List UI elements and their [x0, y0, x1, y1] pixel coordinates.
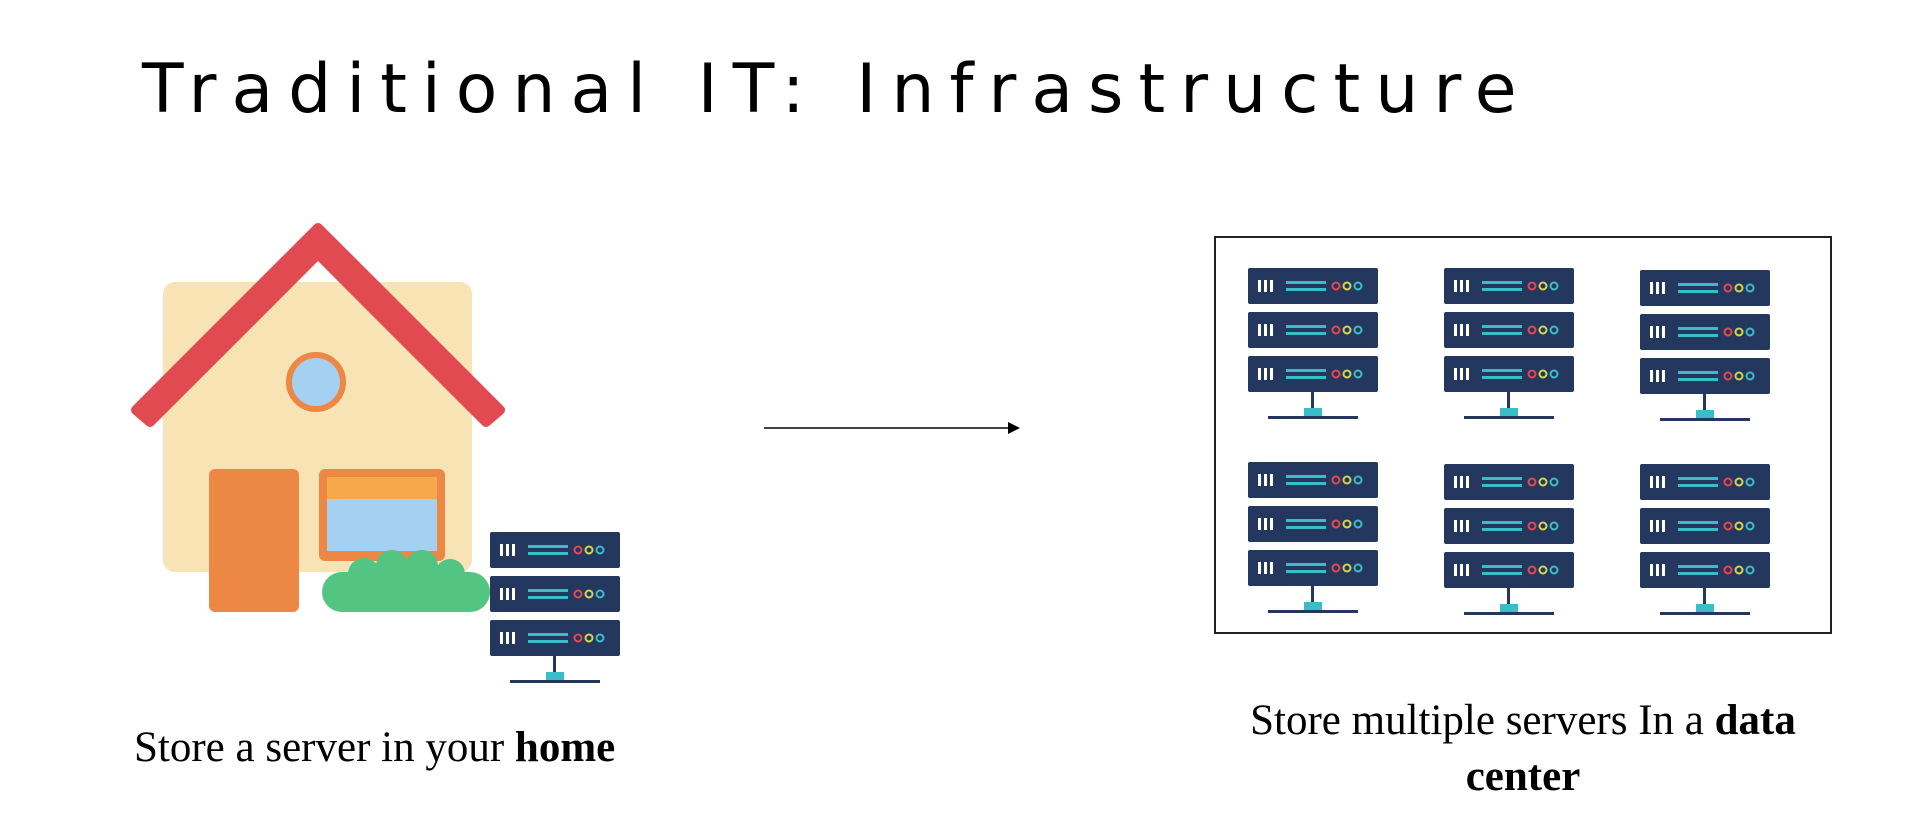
datacenter-caption: Store multiple servers In a data center [1190, 693, 1856, 805]
house-window-glass [327, 499, 437, 551]
home-caption-bold: home [514, 724, 616, 771]
server-rack-icon [1444, 268, 1574, 419]
house-icon [131, 223, 505, 612]
house-window-top [327, 477, 437, 499]
server-unit [490, 620, 620, 656]
server-rack-icon [1248, 462, 1378, 613]
server-rack-icon [1640, 270, 1770, 421]
arrow-right-icon [764, 422, 1020, 434]
datacenter-caption-bold: data center [1465, 697, 1796, 800]
house-door [209, 469, 299, 612]
house-bush [322, 550, 490, 612]
house-round-window [286, 352, 346, 412]
home-server-rack-icon [490, 532, 620, 683]
home-caption: Store a server in your home [134, 720, 615, 776]
slide-title: Traditional IT: Infrastructure [142, 50, 1532, 129]
house-roof [131, 223, 505, 427]
server-stand [553, 656, 556, 672]
server-rack-icon [1248, 268, 1378, 419]
server-unit [490, 576, 620, 612]
server-rack-icon [1640, 464, 1770, 615]
home-caption-text: Store a server in your [134, 724, 515, 771]
data-center-box [1214, 236, 1832, 634]
server-rack-icon [1444, 464, 1574, 615]
server-stand-base [546, 672, 564, 681]
server-stand-foot [510, 680, 600, 683]
datacenter-caption-text: Store multiple servers In a [1250, 697, 1715, 744]
server-unit [490, 532, 620, 568]
